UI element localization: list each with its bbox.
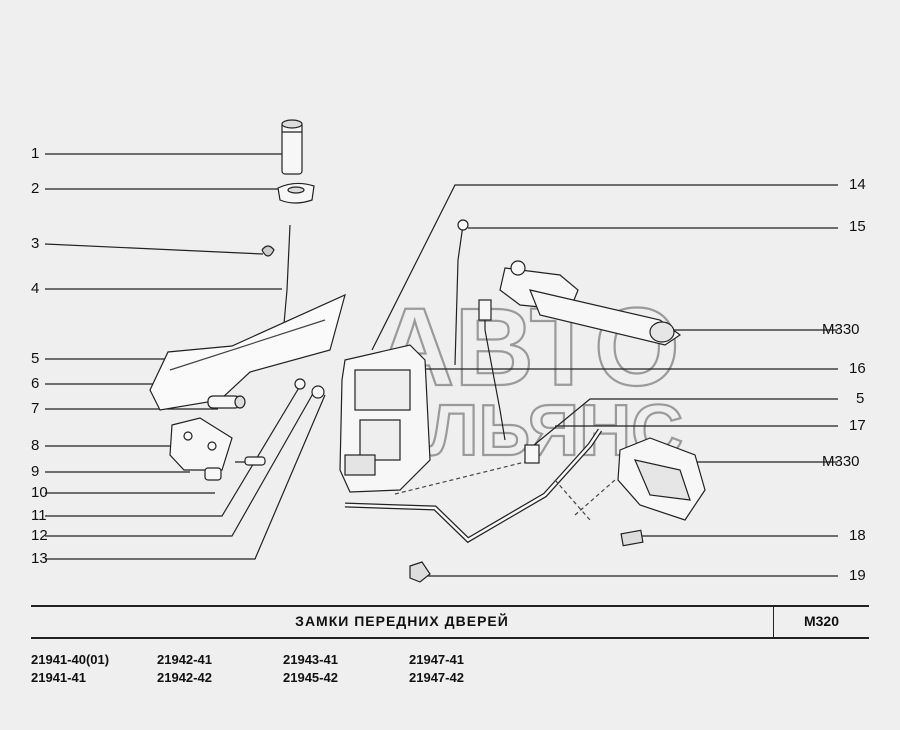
callout-15: 15 (849, 218, 866, 235)
callout-11: 11 (31, 507, 47, 524)
diagram-code: M320 (803, 613, 840, 629)
part-18-pad (620, 529, 644, 547)
part-lock-body (339, 344, 431, 493)
model-code: 21942-42 (157, 670, 212, 685)
title-divider (773, 607, 774, 637)
part-19-clip (409, 561, 431, 583)
exploded-parts-diagram: АВТО АЛЬЯНС (44, 119, 838, 583)
diagram-title: ЗАМКИ ПЕРЕДНИХ ДВЕРЕЙ (295, 613, 509, 629)
assembly-dashes (394, 461, 616, 521)
model-code: 21945-42 (283, 670, 338, 685)
part-11-screw (294, 378, 306, 390)
part-12-nut (311, 385, 325, 399)
callout-12: 12 (31, 527, 48, 544)
model-code: 21947-42 (409, 670, 464, 685)
part-washer (244, 456, 266, 466)
part-rod-bracket (524, 444, 540, 464)
model-code: 21947-41 (409, 652, 464, 667)
part-inner-handle (617, 437, 706, 521)
callout-13: 13 (31, 550, 48, 567)
title-bar: ЗАМКИ ПЕРЕДНИХ ДВЕРЕЙ M320 (31, 605, 869, 639)
part-5-cover-plate (149, 293, 346, 411)
model-code: 21943-41 (283, 652, 338, 667)
model-code: 21941-40(01) (31, 652, 110, 667)
callout-2: 2 (31, 180, 40, 197)
parts (149, 119, 706, 583)
callout-17: 17 (849, 417, 866, 434)
callout-6: 6 (31, 375, 40, 392)
callout-10: 10 (31, 484, 48, 501)
callout-5-right: 5 (856, 390, 865, 407)
callout-1: 1 (31, 145, 40, 162)
leader-lines-left (44, 153, 326, 560)
callout-8: 8 (31, 437, 40, 454)
model-code: 21942-41 (157, 652, 212, 667)
part-1-lock-cylinder (281, 119, 303, 175)
callout-3: 3 (31, 235, 40, 252)
callout-18: 18 (849, 527, 866, 544)
callout-9: 9 (31, 463, 40, 480)
callout-5: 5 (31, 350, 40, 367)
model-code: 21941-41 (31, 670, 86, 685)
callout-7: 7 (31, 400, 40, 417)
callout-m330-b: M330 (822, 453, 860, 470)
callout-16: 16 (849, 360, 866, 377)
callout-4: 4 (31, 280, 40, 297)
callout-14: 14 (849, 176, 866, 193)
part-outer-handle (499, 260, 682, 346)
part-8-9-bracket (169, 417, 233, 471)
callout-19: 19 (849, 567, 866, 584)
part-3-clip (261, 245, 275, 257)
callout-m330-a: M330 (822, 321, 860, 338)
part-10-bolt (204, 467, 222, 481)
leader-lines-right (371, 184, 838, 577)
part-15-rod (454, 224, 464, 366)
part-2-cylinder-ring (277, 182, 315, 204)
part-6-7-screws (207, 395, 246, 409)
